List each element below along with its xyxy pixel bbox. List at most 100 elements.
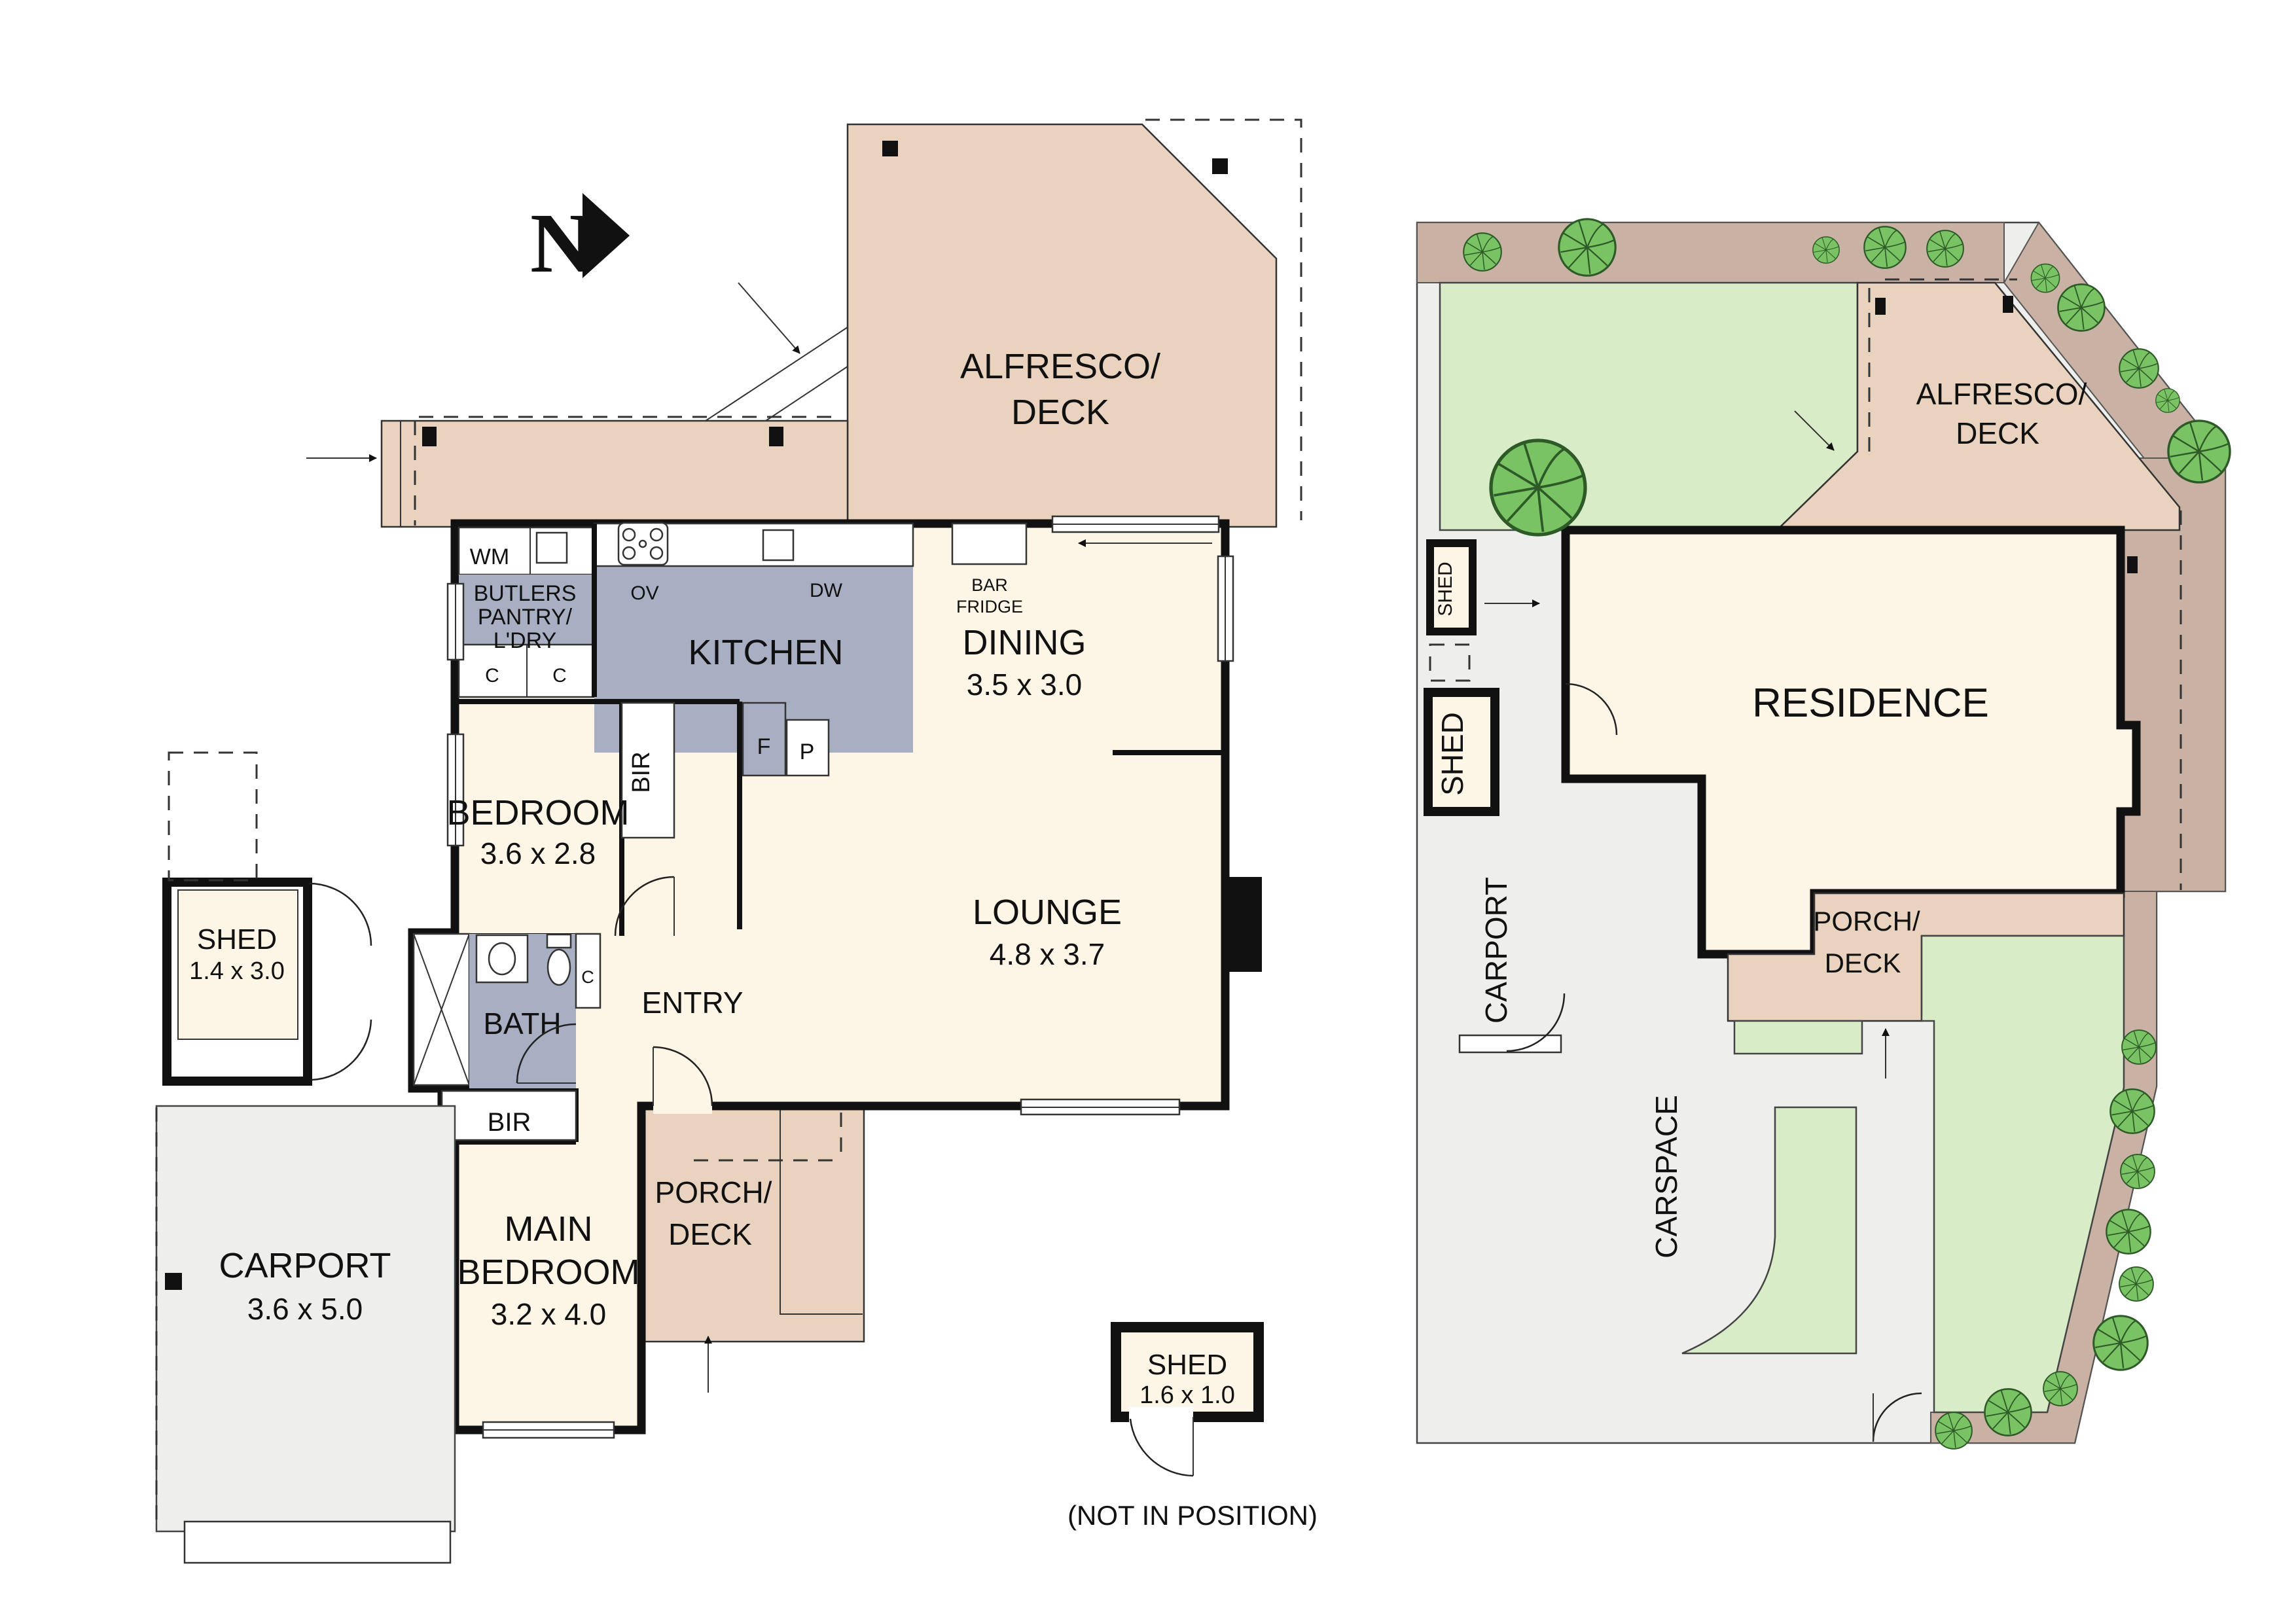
shed-dims: 1.4 x 3.0 (189, 957, 285, 985)
shed-label: SHED (197, 923, 277, 955)
site-ramp-arrow-icon (1794, 410, 1835, 451)
bar-fridge-icon (951, 522, 1028, 565)
ramp-line (765, 366, 848, 421)
lounge-label: LOUNGE (973, 893, 1122, 932)
laundry-sink-icon (535, 531, 568, 564)
bir-label: BIR (628, 751, 655, 793)
porch-deck-area (640, 1105, 865, 1343)
linen-label: C (581, 967, 594, 987)
cupboard-label: C (552, 665, 567, 687)
gate-arc (1872, 1392, 1922, 1442)
bar-fridge-label2: FRIDGE (956, 597, 1023, 616)
entry-label: ENTRY (641, 986, 743, 1020)
site-plan: ALFRESCO/ DECK RESIDENCE PORCH/ DECK SHE… (1416, 218, 2231, 1450)
bedroom-dims: 3.6 x 2.8 (480, 836, 596, 870)
loose-shed-door-gap (1129, 1407, 1193, 1424)
dining-label: DINING (963, 623, 1086, 662)
site-alfresco-deck (1774, 281, 2181, 531)
floor-plan: N ALFRESCO/ DECK PORCH/ DECK (155, 118, 1318, 1564)
loose-shed-door-arc (1129, 1418, 1194, 1477)
bedroom-door-arc (614, 876, 675, 936)
ramp-arrow-icon (738, 282, 800, 354)
butlers-pantry-area (459, 575, 594, 645)
carport-area (155, 1105, 456, 1533)
alfresco-dashed-boundary (1145, 118, 1302, 520)
kitchen-sink-icon (762, 529, 795, 562)
residence-door-arc (1565, 683, 1618, 736)
dining-dims: 3.5 x 3.0 (967, 668, 1082, 702)
walkway-door-arc (312, 1019, 372, 1081)
residence-label: RESIDENCE (1752, 681, 1989, 726)
site-shed-small (1426, 539, 1477, 635)
garden-strip (1733, 1020, 1863, 1055)
garden-bed (1416, 222, 2005, 283)
window-icon (446, 515, 1234, 1439)
butlers-label3: L'DRY (493, 628, 557, 653)
site-carport-label: CARPORT (1479, 877, 1513, 1024)
cupboard-label: C (485, 665, 499, 687)
bedroom-label: BEDROOM (446, 793, 629, 832)
loose-shed-dims: 1.6 x 1.0 (1139, 1382, 1235, 1409)
post-icon (165, 1273, 182, 1290)
shed-door-arc (308, 882, 372, 946)
oven-label: OV (630, 582, 658, 604)
front-door-arc (653, 1046, 713, 1107)
site-carspace-label: CARSPACE (1649, 1095, 1683, 1258)
north-arrow-icon: N (530, 193, 630, 291)
alfresco-deck-area (846, 123, 1278, 528)
carport-label: CARPORT (219, 1246, 391, 1285)
butlers-label: BUTLERS (474, 581, 577, 606)
main-bedroom-dims: 3.2 x 4.0 (491, 1297, 606, 1331)
butlers-label2: PANTRY/ (478, 605, 573, 630)
post-icon (1212, 158, 1228, 174)
dishwasher-label: DW (810, 580, 843, 601)
fireplace (1225, 877, 1262, 972)
site-shed-large-label: SHED (1435, 712, 1469, 796)
site-porch-label2: DECK (1825, 948, 1901, 978)
porch-label2: DECK (668, 1217, 752, 1251)
bir-label2: BIR (488, 1108, 531, 1137)
site-shed-small-label: SHED (1435, 562, 1456, 616)
main-bedroom-label: MAIN (505, 1209, 593, 1249)
crossover (183, 1520, 452, 1564)
alfresco-label: ALFRESCO/ (960, 347, 1160, 386)
kitchen-label: KITCHEN (688, 633, 843, 672)
lounge-dims: 4.8 x 3.7 (990, 937, 1105, 971)
bath-label: BATH (483, 1007, 561, 1041)
carport-dims: 3.6 x 5.0 (247, 1292, 363, 1326)
bar-fridge-label: BAR (971, 575, 1008, 595)
shed-area (177, 889, 298, 1040)
carspace-garden (1681, 1106, 1857, 1355)
site-alfresco-label: ALFRESCO/ (1916, 377, 2087, 411)
loose-shed-note: (NOT IN POSITION) (1067, 1500, 1318, 1531)
pantry-space (785, 719, 830, 777)
front-door-gap (653, 1098, 712, 1114)
wm-label: WM (470, 544, 509, 569)
post-icon (769, 427, 783, 446)
fridge-label: F (757, 734, 771, 759)
linen-cupboard (575, 933, 601, 1009)
site-crossover (1458, 1034, 1562, 1054)
site-alfresco-label2: DECK (1956, 416, 2039, 450)
ramp-line (705, 327, 848, 421)
post-icon (882, 141, 898, 156)
bath-door-arc (516, 1023, 577, 1084)
fridge-space (742, 702, 787, 777)
dashed-structure (168, 751, 258, 882)
site-porch-label: PORCH/ (1813, 906, 1920, 936)
loose-shed-outline (1111, 1322, 1264, 1422)
bir-robe2 (440, 1090, 577, 1141)
north-label: N (530, 196, 592, 291)
site-carport-door-arc (1506, 993, 1566, 1052)
alfresco-label2: DECK (1011, 393, 1109, 432)
porch-label: PORCH/ (655, 1175, 772, 1209)
post-icon (422, 427, 437, 446)
site-dashed-structure (1429, 643, 1471, 682)
loose-shed-label: SHED (1147, 1349, 1227, 1381)
toilet-icon (546, 933, 572, 949)
main-bedroom-label2: BEDROOM (457, 1253, 639, 1292)
pantry-label: P (800, 740, 815, 764)
bir-robe (620, 702, 675, 839)
